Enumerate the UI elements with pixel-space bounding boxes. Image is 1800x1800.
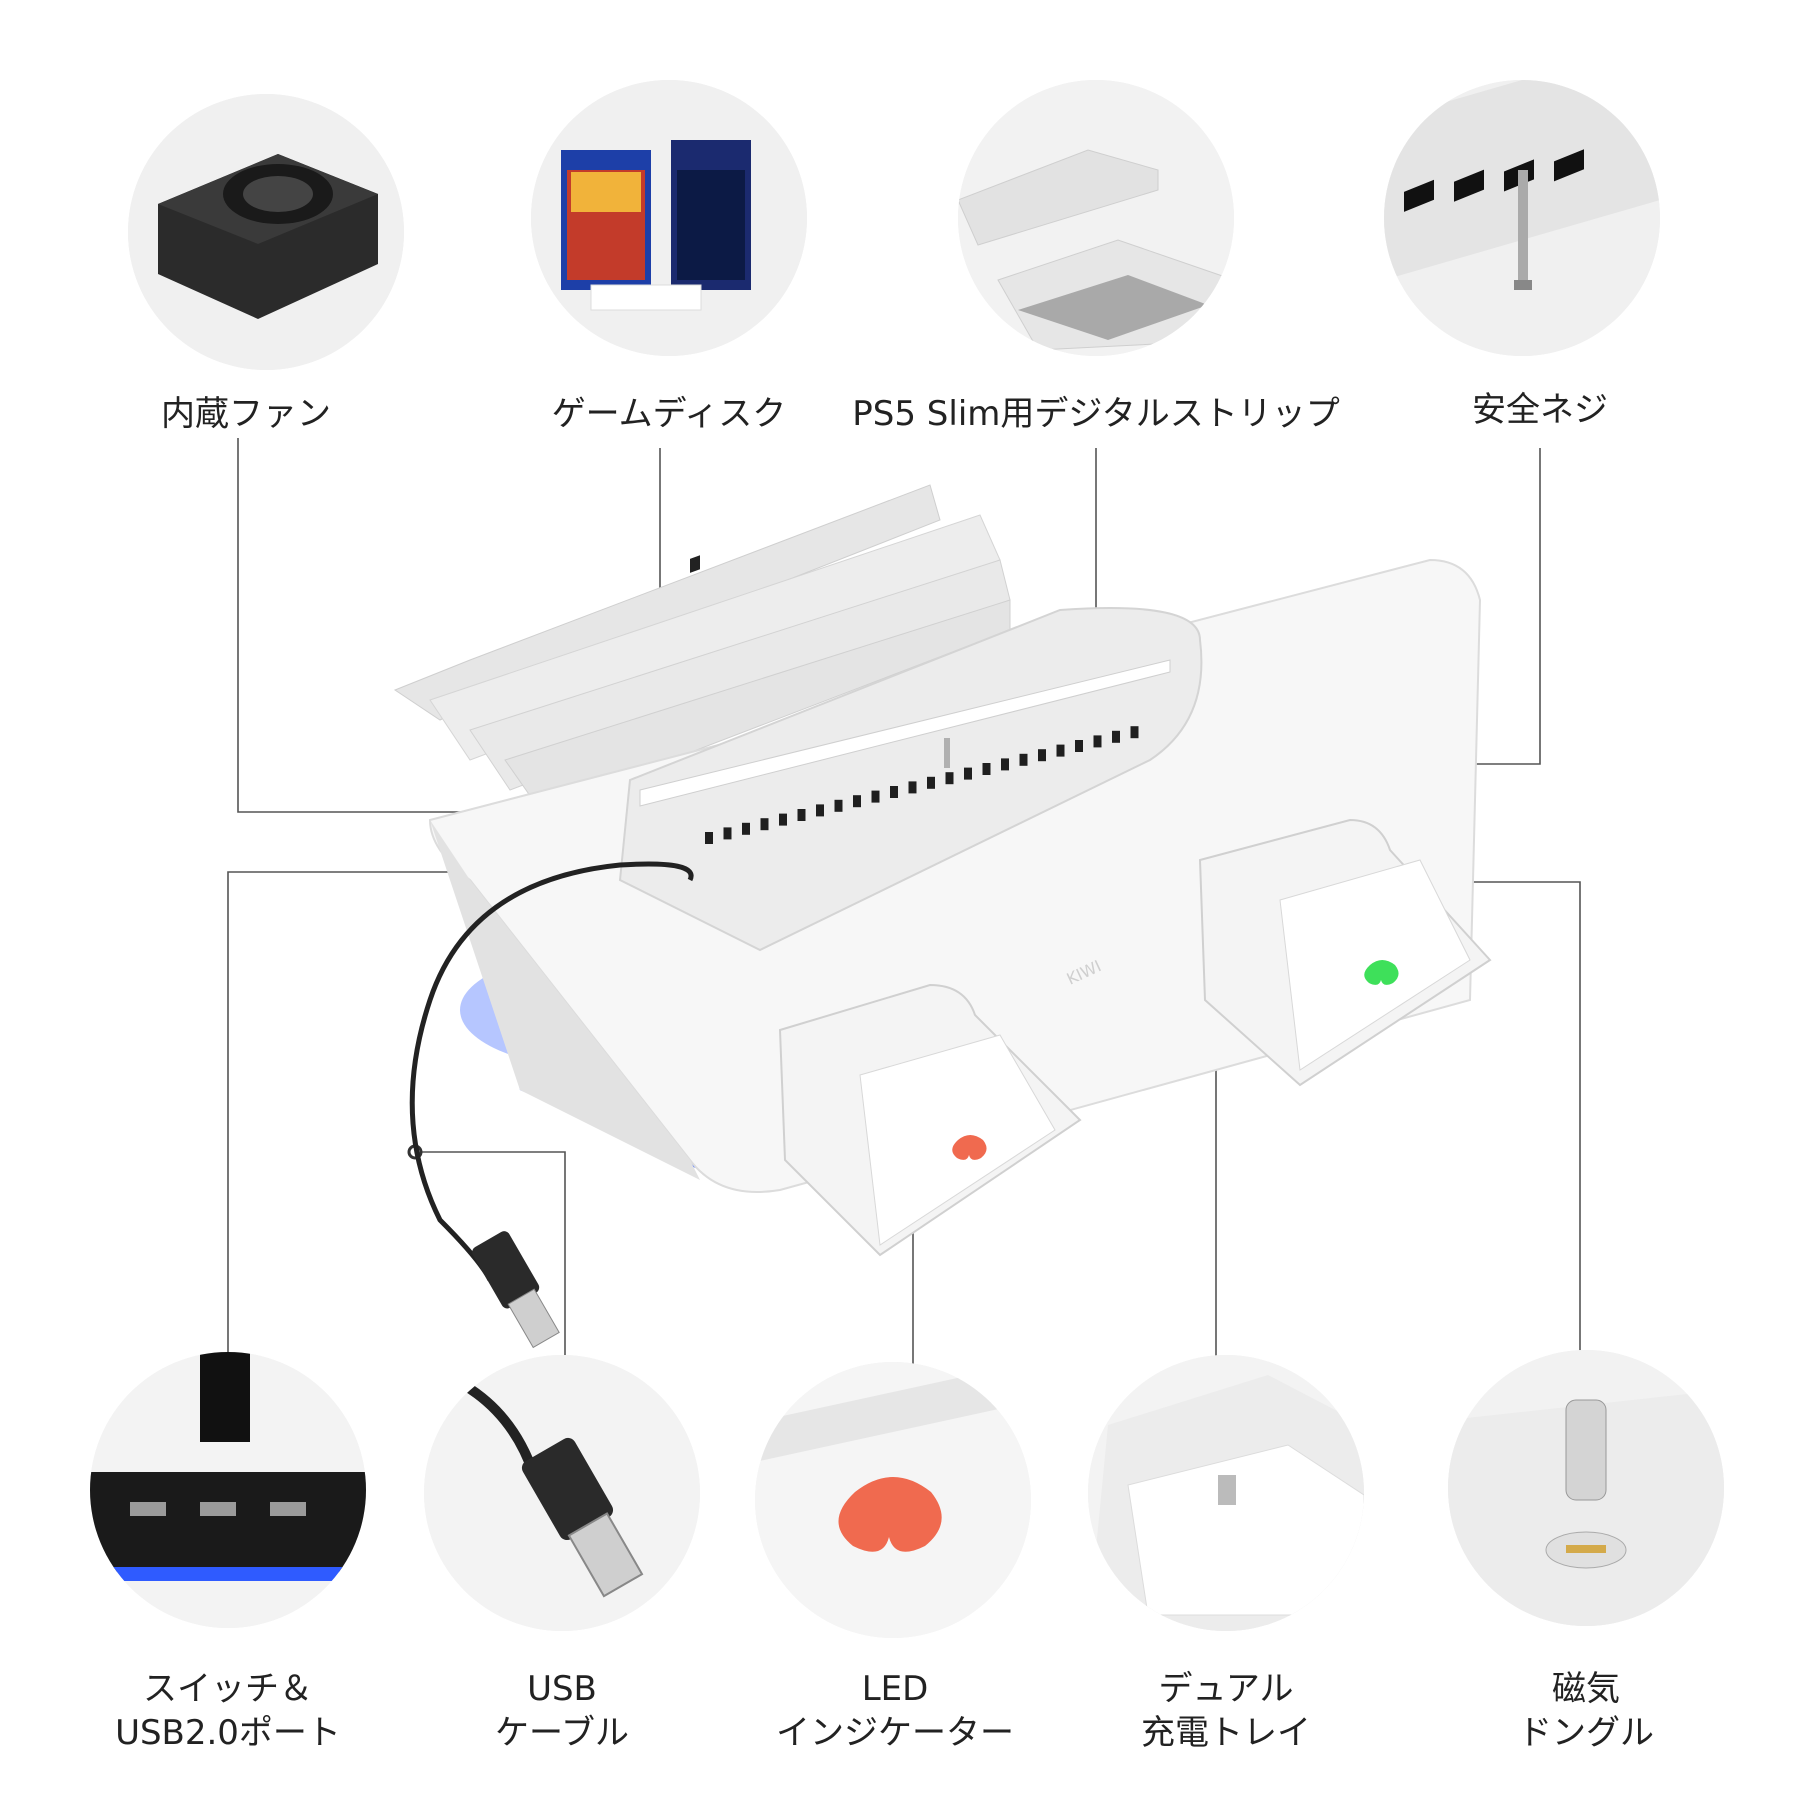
- vent-slot: [779, 813, 787, 826]
- vent-slot: [982, 763, 991, 775]
- vent-slot: [1093, 735, 1102, 748]
- vent-slot: [1001, 758, 1009, 771]
- vent-slot: [834, 799, 843, 812]
- label-safety-screw: 安全ネジ: [1472, 390, 1608, 430]
- digital-strip-icon: [958, 80, 1234, 356]
- vent-slot: [723, 827, 732, 840]
- led-indicator-icon: [755, 1362, 1031, 1638]
- callout-line-cable: [415, 1151, 566, 1365]
- vent-slot: [760, 818, 769, 831]
- vent-slot: [1038, 749, 1046, 762]
- usb-cable-icon: [424, 1355, 700, 1631]
- vent-slot: [853, 795, 861, 808]
- vent-slot: [1056, 744, 1065, 757]
- vent-slot: [797, 809, 806, 821]
- cooling-fan-icon: [128, 94, 404, 370]
- label-digital-strip: PS5 Slim用デジタルストリップ: [852, 394, 1340, 434]
- label-switch-usb-ports: スイッチ＆ USB2.0ポート: [115, 1669, 341, 1753]
- label-usb-cable: USB ケーブル: [495, 1669, 629, 1753]
- vent-slot: [1075, 740, 1083, 752]
- vent-slot: [705, 832, 713, 844]
- label-dual-charging-tray: デュアル 充電トレイ: [1141, 1669, 1311, 1753]
- vent-slot: [927, 776, 935, 789]
- label-led-indicator: LED インジケーター: [776, 1669, 1014, 1753]
- magnetic-dongle-icon: [1448, 1350, 1724, 1626]
- callout-line-ports: [227, 871, 470, 1355]
- vent-slot: [742, 822, 750, 835]
- label-built-in-fan: 内蔵ファン: [161, 394, 331, 434]
- vent-slot: [1130, 726, 1139, 739]
- usb-ports-icon: [90, 1352, 366, 1628]
- vent-slot: [1112, 730, 1120, 743]
- label-magnetic-dongle: 磁気 ドングル: [1518, 1669, 1654, 1753]
- vent-slot: [1019, 753, 1028, 766]
- vent-slot: [908, 781, 917, 794]
- game-discs-icon: [531, 80, 807, 356]
- vent-slot: [964, 767, 972, 780]
- label-game-discs: ゲームディスク: [551, 394, 787, 434]
- safety-screw-icon: [1384, 80, 1660, 356]
- charging-tray-icon: [1088, 1355, 1364, 1631]
- vent-slot: [945, 772, 954, 785]
- vent-slot: [871, 790, 880, 803]
- vent-slot: [816, 804, 824, 817]
- vent-slot: [890, 786, 898, 798]
